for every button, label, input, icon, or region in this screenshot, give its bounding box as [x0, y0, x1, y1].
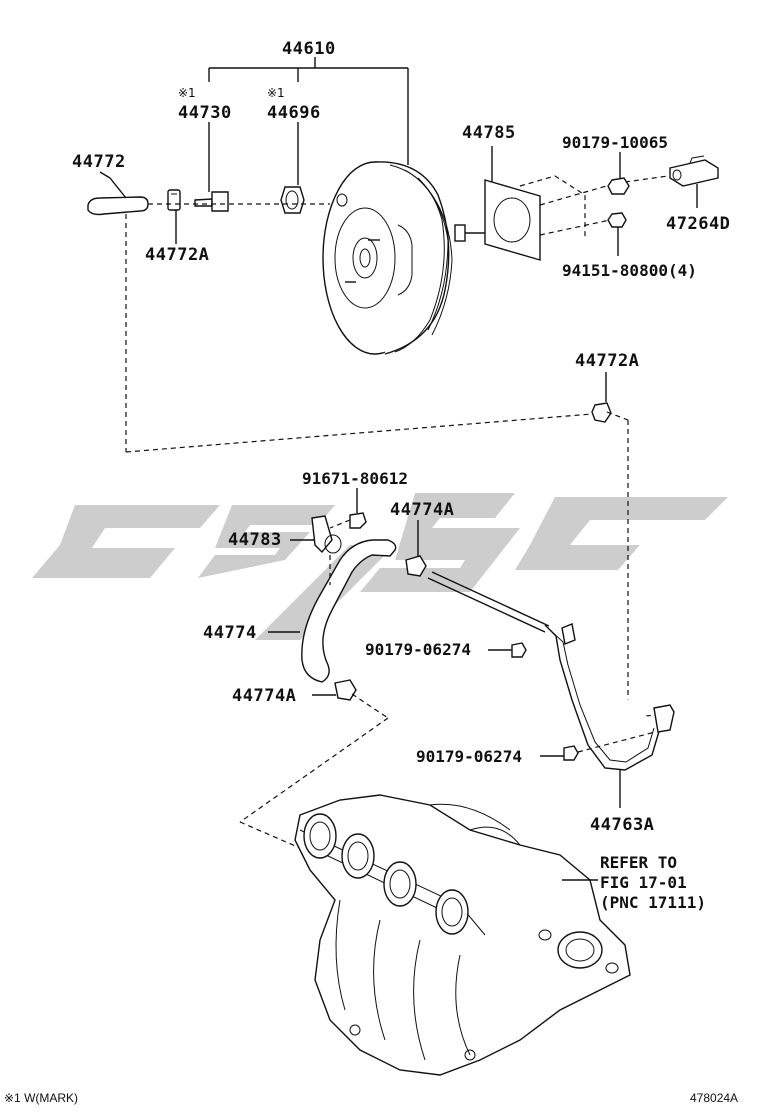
clip-44772A-upper: [167, 189, 181, 244]
label-44774A-mid: 44774A: [390, 500, 454, 520]
gasket-44785: [484, 146, 541, 261]
label-90179-06274-mid: 90179-06274: [365, 640, 471, 659]
nut-90179-10065: [607, 152, 630, 195]
bolt-91671-80612: [329, 488, 367, 529]
label-44772A-upper: 44772A: [145, 245, 209, 265]
leader-44610: [208, 57, 409, 192]
intake-manifold: [294, 794, 631, 1076]
watermark-logo: [32, 493, 728, 640]
label-44774A-lower: 44774A: [232, 686, 296, 706]
label-44783: 44783: [228, 530, 282, 550]
label-94151-80800: 94151-80800(4): [562, 261, 697, 280]
label-44763A: 44763A: [590, 815, 654, 835]
nut-94151-80800: [607, 212, 627, 256]
dash-guides-bracket: [519, 175, 669, 240]
bracket-47264D: [669, 155, 719, 208]
dash-route-left: [125, 214, 593, 453]
grommet-44696: [280, 186, 305, 214]
mark-44696: ※1: [267, 86, 285, 100]
label-44610: 44610: [282, 39, 336, 59]
label-47264D: 47264D: [666, 214, 730, 234]
label-91671-80612: 91671-80612: [302, 469, 408, 488]
refer-line-2: FIG 17-01: [600, 873, 687, 892]
hose-44772: [87, 171, 149, 216]
brake-booster-44610: [322, 161, 500, 355]
mark-44730: ※1: [178, 86, 196, 100]
check-valve-44730: [194, 191, 229, 212]
clip-44772A-right: [591, 372, 656, 719]
nut-90179-06274-mid: [488, 642, 527, 658]
clip-44774A-mid: [405, 520, 427, 577]
nut-90179-06274-lower: [540, 731, 656, 761]
label-44785: 44785: [462, 123, 516, 143]
clamp-44783: [290, 515, 342, 554]
footer-note: ※1 W(MARK): [4, 1091, 78, 1105]
label-44772: 44772: [72, 152, 126, 172]
refer-line-3: (PNC 17111): [600, 893, 706, 912]
tube-44763A: [427, 571, 675, 808]
label-44772A-right: 44772A: [575, 351, 639, 371]
label-44730: 44730: [178, 103, 232, 123]
label-90179-06274-lower: 90179-06274: [416, 747, 522, 766]
part-labels: 44610 ※1 44730 ※1 44696 44772 44772A 447…: [72, 39, 730, 912]
hose-44774: [268, 539, 397, 683]
clip-44774A-lower: [239, 679, 389, 849]
label-90179-10065: 90179-10065: [562, 133, 668, 152]
label-44696: 44696: [267, 103, 321, 123]
figure-id: 478024A: [690, 1091, 738, 1105]
refer-line-1: REFER TO: [600, 853, 677, 872]
label-44774: 44774: [203, 623, 257, 643]
